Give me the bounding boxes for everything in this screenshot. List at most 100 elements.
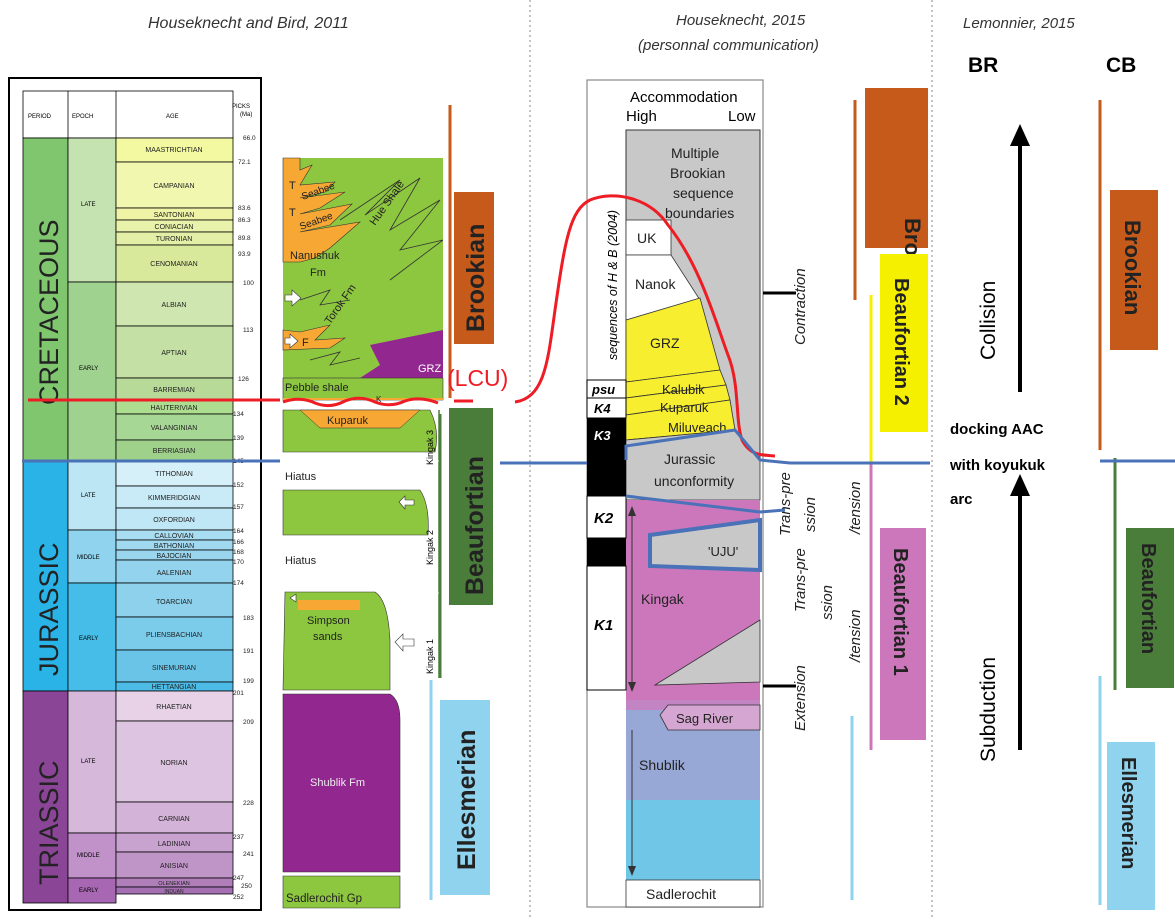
- label-beaufortian-2: Beaufortian 2: [890, 278, 912, 406]
- label-cb: CB: [1106, 54, 1136, 77]
- age-label: CALLOVIAN: [154, 533, 193, 540]
- age-label: BAJOCIAN: [156, 553, 191, 560]
- pick-label: 126: [238, 376, 249, 383]
- label-contraction: Contraction: [792, 268, 809, 345]
- label-nanok: Nanok: [635, 276, 676, 292]
- label-f: F: [302, 337, 309, 349]
- age-label: CARNIAN: [158, 816, 190, 823]
- label-kingak-mid: Kingak: [641, 591, 685, 607]
- label-transpression-1: Trans-pre: [777, 472, 794, 536]
- label-docking: docking AAC: [950, 421, 1044, 438]
- period-jurassic: JURASSIC: [34, 542, 64, 676]
- label-unconformity: unconformity: [654, 473, 734, 489]
- pick-label: 228: [243, 800, 254, 807]
- label-psu: psu: [591, 382, 615, 397]
- pick-label: 170: [233, 559, 244, 566]
- label-beaufortian-right: Beaufortian: [1137, 543, 1159, 654]
- label-low: Low: [728, 108, 756, 125]
- pick-label: 209: [243, 719, 254, 726]
- label-transpression-2b: ssion: [819, 585, 836, 620]
- label-grz-mid: GRZ: [650, 335, 680, 351]
- label-miluveach: Miluveach: [668, 420, 727, 435]
- label-sequence: sequence: [673, 185, 734, 201]
- pick-label: 199: [243, 678, 254, 685]
- age-label: LADINIAN: [158, 841, 190, 848]
- pick-label: 252: [233, 894, 244, 901]
- pick-label: 201: [233, 690, 244, 697]
- period-triassic: TRIASSIC: [34, 760, 64, 885]
- label-brookian-right: Brookian: [1120, 220, 1145, 315]
- age-label: SANTONIAN: [154, 212, 195, 219]
- age-label: CAMPANIAN: [153, 183, 194, 190]
- label-accommodation: Accommodation: [630, 89, 738, 106]
- label-jurassic-unc: Jurassic: [664, 451, 715, 467]
- epoch-early-tr: EARLY: [79, 888, 98, 894]
- header-houseknecht-2015: Houseknecht, 2015: [676, 12, 806, 29]
- label-kingak-1: Kingak 1: [425, 639, 435, 674]
- age-label: HETTANGIAN: [152, 684, 197, 691]
- pick-label: 247: [233, 875, 244, 882]
- label-collision: Collision: [977, 281, 1000, 360]
- label-sadlerochit-gp: Sadlerochit Gp: [286, 893, 362, 905]
- age-label: TOARCIAN: [156, 599, 192, 606]
- label-kingak-2: Kingak 2: [425, 530, 435, 565]
- age-label: NORIAN: [160, 760, 187, 767]
- label-kalubik: Kalubik: [662, 382, 705, 397]
- epoch-late-tr: LATE: [81, 759, 96, 765]
- col-period: PERIOD: [28, 114, 52, 120]
- label-kuparuk-mid: Kuparuk: [660, 400, 709, 415]
- age-label: BARREMIAN: [153, 387, 195, 394]
- pick-label: 164: [233, 528, 244, 535]
- pick-label: 139: [233, 435, 244, 442]
- label-hiatus: Hiatus: [285, 471, 317, 483]
- epoch-late-j: LATE: [81, 493, 96, 499]
- label-tension-2: /tension: [847, 609, 864, 663]
- epoch-middle-tr: MIDDLE: [77, 853, 100, 859]
- epoch-late-k: LATE: [81, 202, 96, 208]
- label-uk: UK: [637, 230, 657, 246]
- period-cretaceous: CRETACEOUS: [34, 219, 64, 405]
- strat-column: T Seabee T Seabee Hue Shale Nanushuk Fm …: [282, 157, 444, 909]
- pick-label: 237: [233, 834, 244, 841]
- label-lcu: (LCU): [447, 365, 508, 391]
- age-label: RHAETIAN: [156, 704, 191, 711]
- label-grz: GRZ: [418, 363, 442, 375]
- arrow-icon: [398, 495, 415, 510]
- arrow-icon: [284, 289, 302, 307]
- label-arc: arc: [950, 491, 973, 508]
- pick-label: 113: [243, 327, 254, 334]
- label-nanushuk: Nanushuk: [290, 250, 340, 262]
- label-nanushuk-fm: Fm: [310, 267, 326, 279]
- time-scale: PERIOD EPOCH AGE PICKS (Ma) CRETACEOUS J…: [8, 77, 262, 911]
- age-label: CONIACIAN: [155, 224, 194, 231]
- label-tension-1: /tension: [847, 481, 864, 535]
- label-with-koyukuk: with koyukuk: [949, 457, 1046, 474]
- age-label: BERRIASIAN: [153, 448, 195, 455]
- header-lemonnier: Lemonnier, 2015: [963, 15, 1075, 32]
- label-t: T: [289, 207, 296, 219]
- label-brookian-multi: Brookian: [670, 165, 725, 181]
- pick-label: 157: [233, 504, 244, 511]
- pick-label: 183: [243, 615, 254, 622]
- pick-label: 100: [243, 280, 254, 287]
- label-k3: K3: [594, 428, 611, 443]
- accommodation-curve: [514, 194, 776, 458]
- age-label: TITHONIAN: [155, 471, 193, 478]
- label-kuparuk: Kuparuk: [327, 415, 368, 427]
- label-sadlerochit-mid: Sadlerochit: [646, 886, 716, 902]
- pick-label: 134: [233, 411, 244, 418]
- col-epoch: EPOCH: [72, 114, 93, 120]
- label-ellesmerian-right: Ellesmerian: [1117, 757, 1139, 869]
- label-k2: K2: [594, 510, 614, 527]
- age-label: HAUTERIVIAN: [150, 405, 197, 412]
- label-sequences-hb: sequences of H & B (2004): [606, 210, 620, 360]
- label-shublik-fm: Shublik Fm: [310, 777, 365, 789]
- age-label: OLENEKIAN: [158, 881, 190, 887]
- pick-label: 66.0: [243, 135, 256, 142]
- label-uju: 'UJU': [708, 544, 738, 559]
- label-simpson: Simpson: [307, 615, 350, 627]
- label-transpression-1b: ssion: [802, 497, 819, 532]
- col-age: AGE: [166, 114, 179, 120]
- label-high: High: [626, 108, 657, 125]
- age-label: OXFORDIAN: [153, 517, 195, 524]
